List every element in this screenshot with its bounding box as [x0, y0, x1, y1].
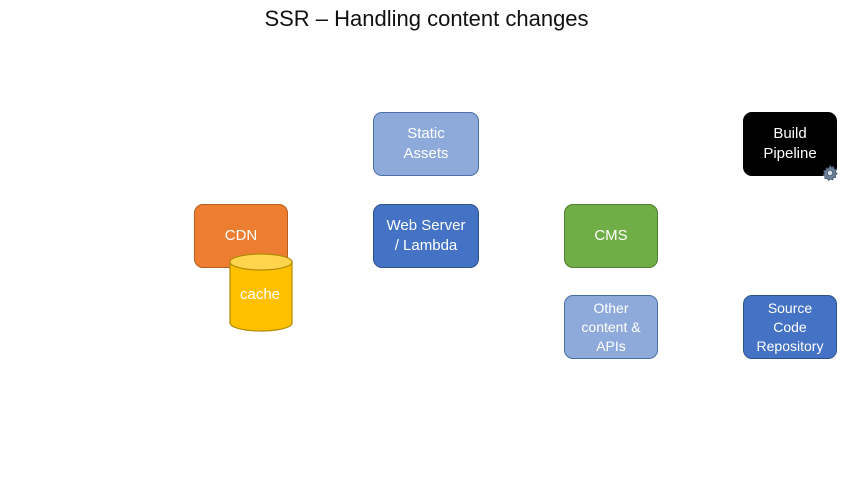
- static-assets-line-2: Assets: [403, 145, 449, 162]
- source-code-repository-box: Source Code Repository: [743, 295, 837, 359]
- other-content-line-2: content &: [581, 318, 641, 335]
- build-pipeline-line-2: Pipeline: [763, 145, 817, 162]
- other-content-label: Other content & APIs: [577, 299, 644, 356]
- source-code-label: Source Code Repository: [753, 299, 828, 356]
- cdn-box: CDN: [194, 204, 288, 268]
- cms-label: CMS: [594, 227, 628, 244]
- cache-label: cache: [239, 286, 281, 303]
- static-assets-box: Static Assets: [373, 112, 479, 176]
- gear-icon: [822, 164, 838, 182]
- cdn-label: CDN: [224, 227, 258, 244]
- build-pipeline-label: Build Pipeline: [759, 124, 820, 164]
- page-title: SSR – Handling content changes: [264, 6, 589, 31]
- source-code-line-1: Source: [767, 299, 813, 316]
- web-server-line-2: / Lambda: [394, 237, 458, 254]
- web-server-line-1: Web Server: [386, 217, 466, 234]
- static-assets-line-1: Static: [407, 125, 445, 142]
- other-content-line-3: APIs: [596, 337, 626, 354]
- source-code-line-3: Repository: [756, 337, 824, 354]
- build-pipeline-line-1: Build: [773, 125, 807, 142]
- cache-cylinder: cache: [229, 253, 293, 333]
- cms-box: CMS: [564, 204, 658, 268]
- web-server-lambda-box: Web Server / Lambda: [373, 204, 479, 268]
- build-pipeline-box: Build Pipeline: [743, 112, 837, 176]
- web-server-label: Web Server / Lambda: [383, 216, 470, 256]
- source-code-line-2: Code: [773, 318, 807, 335]
- other-content-apis-box: Other content & APIs: [564, 295, 658, 359]
- static-assets-label: Static Assets: [399, 124, 452, 164]
- cache-cylinder-shape: [229, 253, 293, 332]
- other-content-line-1: Other: [593, 299, 629, 316]
